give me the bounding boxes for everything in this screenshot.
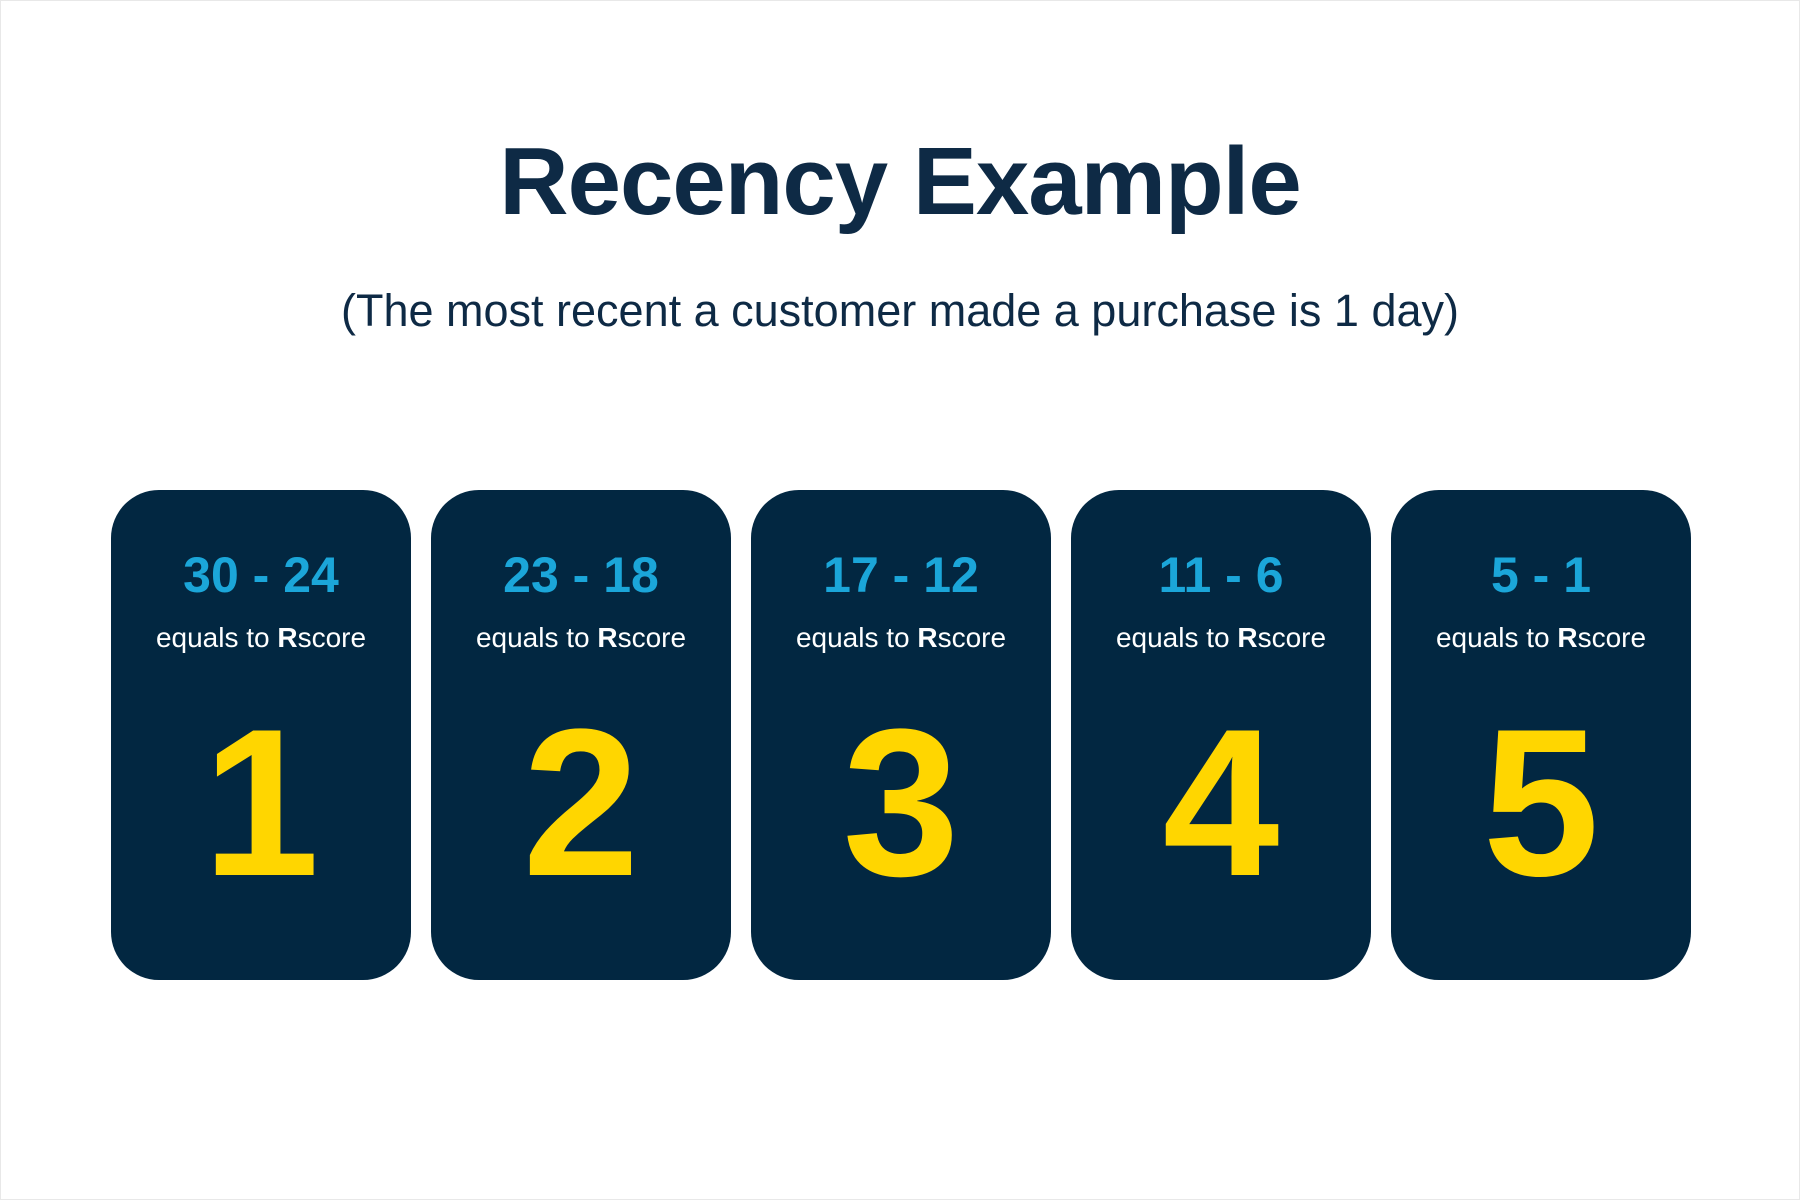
r-score-value: 2 [522, 685, 640, 920]
caption-suffix: score [1577, 622, 1647, 653]
score-caption: equals to Rscore [111, 622, 411, 654]
r-score-value: 4 [1162, 685, 1280, 920]
caption-suffix: score [1257, 622, 1327, 653]
score-caption: equals to Rscore [1071, 622, 1371, 654]
score-caption: equals to Rscore [431, 622, 731, 654]
day-range: 30 - 24 [183, 547, 339, 603]
score-cards: 30 - 24 equals to Rscore 1 23 - 18 equal… [111, 490, 1691, 980]
score-caption: equals to Rscore [1391, 622, 1691, 654]
day-range: 23 - 18 [503, 547, 659, 603]
caption-prefix: equals to [155, 622, 278, 653]
caption-prefix: equals to [1435, 622, 1558, 653]
caption-prefix: equals to [1115, 622, 1238, 653]
diagram-title: Recency Example [499, 128, 1301, 235]
caption-suffix: score [937, 622, 1007, 653]
score-card-5: 5 - 1 equals to Rscore 5 [1391, 490, 1691, 980]
caption-bold: R [277, 622, 298, 653]
day-range: 17 - 12 [823, 547, 979, 603]
score-card-3: 17 - 12 equals to Rscore 3 [751, 490, 1051, 980]
caption-prefix: equals to [475, 622, 598, 653]
score-card-4: 11 - 6 equals to Rscore 4 [1071, 490, 1371, 980]
r-score-value: 1 [202, 685, 320, 920]
caption-prefix: equals to [795, 622, 918, 653]
caption-bold: R [1237, 622, 1258, 653]
diagram-subtitle: (The most recent a customer made a purch… [341, 285, 1459, 336]
caption-bold: R [917, 622, 938, 653]
caption-suffix: score [617, 622, 687, 653]
caption-bold: R [597, 622, 618, 653]
day-range: 5 - 1 [1490, 547, 1592, 603]
score-caption: equals to Rscore [751, 622, 1051, 654]
day-range: 11 - 6 [1158, 547, 1284, 603]
r-score-value: 5 [1482, 685, 1600, 920]
caption-bold: R [1557, 622, 1578, 653]
r-score-value: 3 [842, 685, 960, 920]
caption-suffix: score [297, 622, 367, 653]
score-card-1: 30 - 24 equals to Rscore 1 [111, 490, 411, 980]
score-card-2: 23 - 18 equals to Rscore 2 [431, 490, 731, 980]
